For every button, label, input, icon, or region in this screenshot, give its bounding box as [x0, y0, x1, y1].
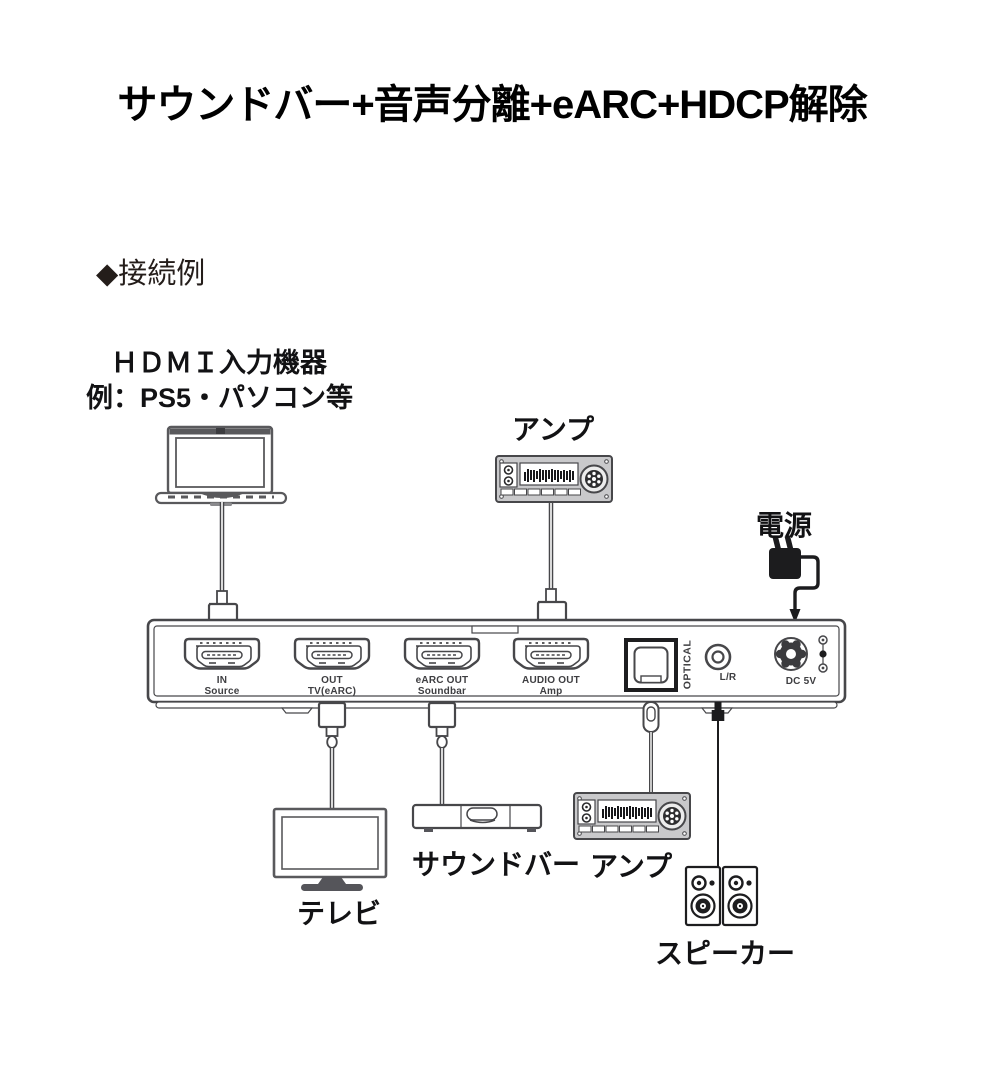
- port-label-in-line2: Source: [204, 686, 240, 697]
- amp-top-label: アンプ: [512, 414, 595, 445]
- laptop-illustration: [154, 425, 288, 506]
- cable-optical-to-amp: [642, 701, 660, 793]
- status-leds: [818, 635, 828, 673]
- port-label-out-tv-line1: OUT: [321, 675, 343, 686]
- device-rear-panel: [146, 618, 847, 714]
- speakers-label: スピーカー: [655, 938, 796, 969]
- port-label-dc5v: DC 5V: [785, 676, 817, 687]
- dc-port: [774, 637, 808, 671]
- soundbar-label: サウンドバー: [412, 849, 581, 880]
- cable-out-to-tv: [317, 701, 347, 811]
- cable-earc-to-soundbar: [427, 701, 457, 806]
- amp-top-illustration: [495, 455, 613, 503]
- hdmi-source-label-line2: 例：PS5・パソコン等: [86, 383, 354, 413]
- port-label-in: IN Source: [177, 675, 267, 697]
- amp-bottom-label: アンプ: [590, 851, 673, 882]
- lr-port: [704, 643, 732, 671]
- page-title: サウンドバー+音声分離+eARC+HDCP解除: [117, 83, 867, 127]
- port-label-in-line1: IN: [216, 675, 228, 686]
- tv-illustration: [272, 807, 388, 891]
- port-label-earc-out-line1: eARC OUT: [415, 675, 469, 686]
- hdmi-port-out-tv: [293, 637, 371, 670]
- amp-bottom-illustration: [573, 792, 691, 840]
- port-label-optical: OPTICAL: [681, 639, 694, 690]
- hdmi-port-in: [183, 637, 261, 670]
- cable-amp-to-audio-out: [536, 503, 568, 642]
- port-label-earc-out-line2: Soundbar: [417, 686, 467, 697]
- port-label-audio-out-line2: Amp: [539, 686, 563, 697]
- port-label-out-tv-line2: TV(eARC): [307, 686, 357, 697]
- port-label-earc-out: eARC OUT Soundbar: [397, 675, 487, 697]
- power-label: 電源: [756, 510, 813, 541]
- power-adapter-illustration: [769, 535, 801, 579]
- cable-laptop-to-in: [207, 502, 239, 644]
- hdmi-port-earc-out: [403, 637, 481, 670]
- port-label-audio-out: AUDIO OUT Amp: [506, 675, 596, 697]
- port-label-lr: L/R: [719, 672, 737, 683]
- hdmi-port-audio-out: [512, 637, 590, 670]
- port-label-audio-out-line1: AUDIO OUT: [522, 675, 580, 686]
- hdmi-source-label-line1: ＨＤＭＩ入力機器: [111, 348, 327, 378]
- speakers-illustration: [684, 865, 759, 927]
- optical-port: [624, 638, 678, 692]
- soundbar-illustration: [411, 803, 543, 832]
- port-label-out-tv: OUT TV(eARC): [287, 675, 377, 697]
- cable-power-to-dc: [789, 555, 820, 623]
- section-label: ◆接続例: [96, 258, 206, 290]
- tv-label: テレビ: [297, 898, 382, 929]
- cable-lr-to-speakers: [711, 702, 725, 867]
